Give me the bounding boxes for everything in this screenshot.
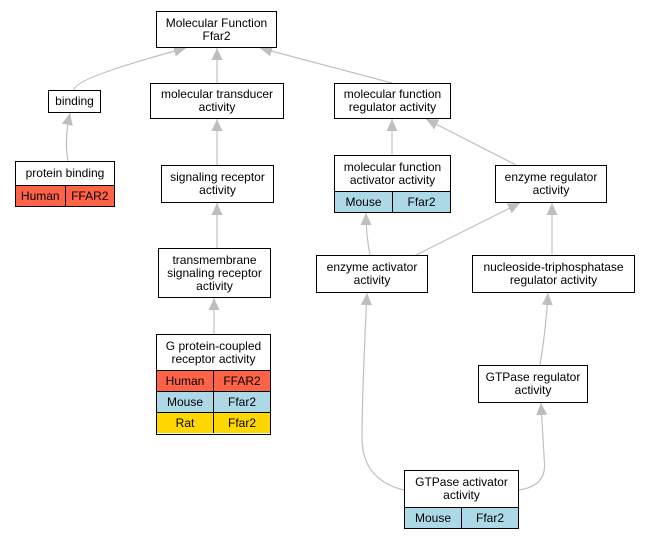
edge-enzyme_regulator-to-mf_regulator xyxy=(425,118,517,166)
edge-gtpase_activator-to-enzyme_activator xyxy=(360,292,405,491)
node-label: signaling receptor activity xyxy=(170,170,265,197)
species-cell: Rat xyxy=(157,413,213,433)
edge-line xyxy=(73,47,187,91)
arrowhead xyxy=(506,203,520,214)
node-gtpase-activator-activity[interactable]: GTPase activator activity Mouse Ffar2 xyxy=(404,470,519,529)
annotation-row: Mouse Ffar2 xyxy=(335,191,450,212)
node-molecular-function[interactable]: Molecular Function Ffar2 xyxy=(156,11,277,48)
arrowhead xyxy=(541,293,553,306)
gene-cell: FFAR2 xyxy=(213,371,270,391)
arrowhead xyxy=(546,203,558,215)
edge-transmembrane-to-signaling_receptor xyxy=(211,203,223,248)
node-enzyme-activator-activity[interactable]: enzyme activator activity xyxy=(316,255,428,293)
edge-protein_binding-to-binding xyxy=(62,112,73,162)
node-label: G protein-coupled receptor activity xyxy=(165,338,262,366)
edge-line xyxy=(425,118,517,166)
node-label: binding xyxy=(55,94,94,108)
arrowhead xyxy=(386,119,398,131)
species-cell: Mouse xyxy=(405,508,461,528)
node-label: Molecular Function Ffar2 xyxy=(165,15,268,43)
node-molecular-function-regulator-activity[interactable]: molecular function regulator activity xyxy=(334,83,451,119)
annotation-row: Mouse Ffar2 xyxy=(405,507,518,528)
species-cell: Mouse xyxy=(157,392,213,412)
arrowhead xyxy=(360,213,372,225)
arrowhead xyxy=(62,113,73,126)
gene-cell: Ffar2 xyxy=(392,192,450,212)
node-label: protein binding xyxy=(25,166,105,180)
arrowhead xyxy=(360,293,372,306)
edge-line xyxy=(518,402,546,491)
annotation-row: Human FFAR2 xyxy=(157,370,270,391)
node-g-protein-coupled-receptor-activity[interactable]: G protein-coupled receptor activity Huma… xyxy=(156,334,271,435)
node-nucleoside-triphosphatase-regulator-activity[interactable]: nucleoside-triphosphatase regulator acti… xyxy=(472,255,635,293)
annotation-row: Human FFAR2 xyxy=(16,185,114,206)
node-signaling-receptor-activity[interactable]: signaling receptor activity xyxy=(161,165,274,203)
edge-signaling_receptor-to-molecular_transducer xyxy=(211,119,223,165)
annotation-row: Mouse Ffar2 xyxy=(157,391,270,412)
gene-cell: Ffar2 xyxy=(461,508,518,528)
arrowhead xyxy=(172,45,186,57)
gene-cell: FFAR2 xyxy=(64,186,114,206)
gene-cell: Ffar2 xyxy=(213,413,270,433)
arrowhead xyxy=(208,298,220,310)
edge-binding-to-molecular_function xyxy=(73,45,187,91)
edge-line xyxy=(259,47,393,84)
edge-ntpase_regulator-to-enzyme_regulator xyxy=(546,203,558,255)
edge-mf_regulator-to-molecular_function xyxy=(259,45,393,84)
edge-gtpase_activator-to-gtpase_regulator xyxy=(518,402,548,491)
edge-enzyme_activator-to-mf_activator xyxy=(360,212,372,256)
node-molecular-transducer-activity[interactable]: molecular transducer activity xyxy=(150,83,284,119)
edge-line xyxy=(415,202,521,256)
node-label: transmembrane signaling receptor activit… xyxy=(167,252,262,293)
node-label: molecular transducer activity xyxy=(160,87,274,114)
gene-cell: Ffar2 xyxy=(213,392,270,412)
species-cell: Human xyxy=(16,186,65,206)
edge-line xyxy=(361,292,405,491)
node-enzyme-regulator-activity[interactable]: enzyme regulator activity xyxy=(495,165,607,203)
node-label: molecular function regulator activity xyxy=(343,87,442,114)
node-label: enzyme regulator activity xyxy=(504,170,598,197)
edge-molecular_transducer-to-molecular_function xyxy=(211,48,223,83)
annotation-row: Rat Ffar2 xyxy=(157,412,270,433)
arrowhead xyxy=(260,45,274,57)
node-molecular-function-activator-activity[interactable]: molecular function activator activity Mo… xyxy=(334,155,451,213)
node-label: GTPase activator activity xyxy=(415,475,508,502)
node-transmembrane-signaling-receptor-activity[interactable]: transmembrane signaling receptor activit… xyxy=(158,248,271,298)
node-label: nucleoside-triphosphatase regulator acti… xyxy=(483,260,624,287)
node-binding[interactable]: binding xyxy=(48,90,101,113)
species-cell: Human xyxy=(157,371,213,391)
arrowhead xyxy=(426,119,440,130)
node-label: enzyme activator activity xyxy=(326,260,418,287)
edge-gpcr-to-transmembrane xyxy=(208,298,220,334)
arrowhead xyxy=(536,403,548,416)
species-cell: Mouse xyxy=(335,192,392,212)
arrowhead xyxy=(211,48,223,60)
edge-gtpase_regulator-to-ntpase_regulator xyxy=(539,292,553,366)
node-label: GTPase regulator activity xyxy=(485,370,581,397)
node-gtpase-regulator-activity[interactable]: GTPase regulator activity xyxy=(478,365,588,403)
node-label: molecular function activator activity xyxy=(343,159,442,187)
arrowhead xyxy=(211,119,223,131)
edge-mf_activator-to-mf_regulator xyxy=(386,119,398,155)
arrowhead xyxy=(211,203,223,215)
edge-enzyme_activator-to-enzyme_regulator xyxy=(415,202,521,256)
node-protein-binding[interactable]: protein binding Human FFAR2 xyxy=(15,161,115,207)
